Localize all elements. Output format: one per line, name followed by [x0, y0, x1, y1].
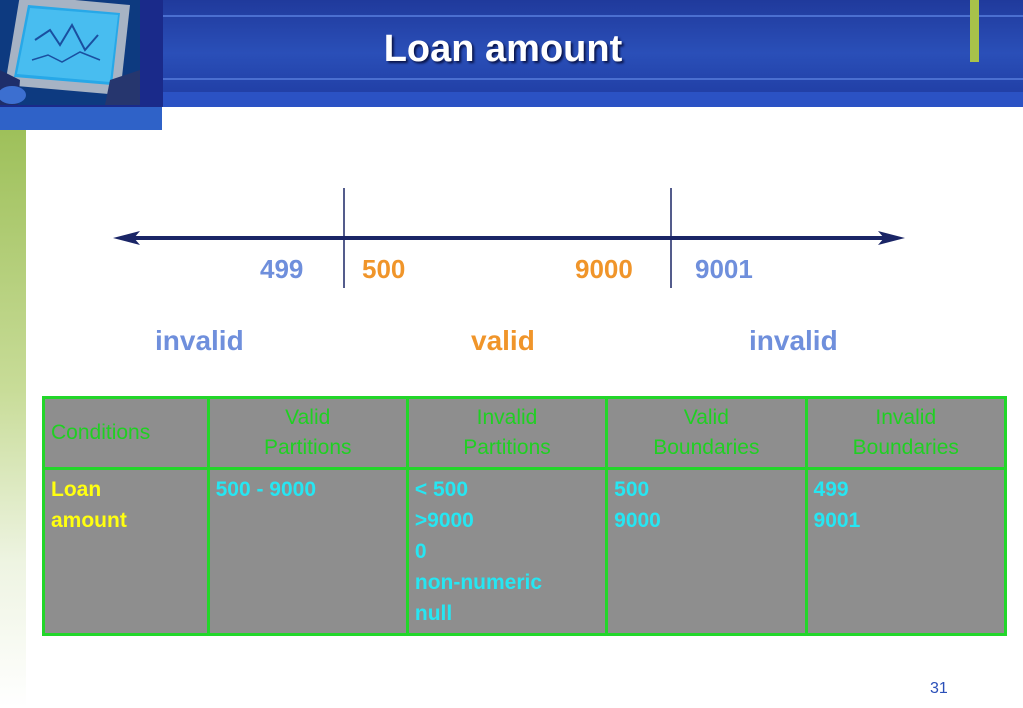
cell-invalid-partitions: < 500 >9000 0 non-numeric null — [405, 467, 609, 636]
header-valid-partitions: Valid Partitions — [206, 396, 409, 470]
header-invalid-boundaries: Invalid Boundaries — [804, 396, 1008, 470]
corner-block — [0, 107, 162, 130]
table-header-row: Conditions Valid Partitions Invalid Part… — [42, 396, 1008, 470]
region-invalid-right: invalid — [749, 325, 838, 356]
label-9001: 9001 — [695, 254, 753, 284]
right-arrow-head — [878, 231, 905, 245]
header-stripe — [163, 92, 1023, 107]
label-500: 500 — [362, 254, 406, 284]
cell-valid-partitions: 500 - 9000 — [206, 467, 409, 636]
header-rule-bottom — [163, 78, 1023, 80]
computer-monitor-icon — [0, 0, 140, 105]
header-invalid-partitions: Invalid Partitions — [405, 396, 609, 470]
region-valid: valid — [471, 325, 535, 356]
slide-title: Loan amount — [383, 28, 623, 70]
left-arrow-head — [113, 231, 140, 245]
header-panel — [163, 0, 1023, 107]
region-invalid-left: invalid — [155, 325, 244, 356]
header-conditions: Conditions — [42, 396, 210, 470]
label-9000: 9000 — [575, 254, 633, 284]
cell-invalid-boundaries: 499 9001 — [804, 467, 1008, 636]
table-row: Loan amount 500 - 9000 < 500 >9000 0 non… — [42, 467, 1008, 636]
page-number: 31 — [930, 680, 948, 697]
accent-bar — [970, 0, 979, 62]
header-rule-top — [163, 15, 1023, 17]
partition-table: Conditions Valid Partitions Invalid Part… — [42, 396, 1008, 636]
cell-condition: Loan amount — [42, 467, 210, 636]
cell-valid-boundaries: 500 9000 — [605, 467, 808, 636]
header-valid-boundaries: Valid Boundaries — [605, 396, 808, 470]
left-gradient-strip — [0, 130, 26, 708]
label-499: 499 — [260, 254, 304, 284]
